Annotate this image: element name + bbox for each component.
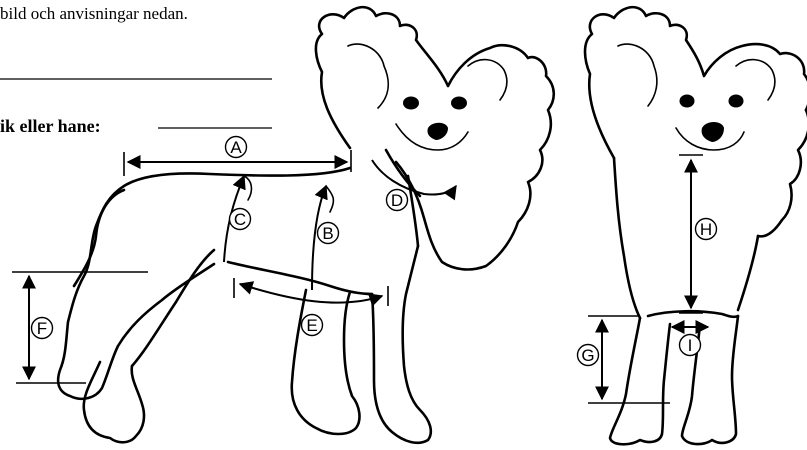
svg-text:C: C xyxy=(234,210,246,229)
side-dog-right-ear-inner xyxy=(468,60,507,100)
side-dog-right-eye xyxy=(451,97,467,110)
side-dog-front-leg-left xyxy=(292,290,360,434)
svg-text:E: E xyxy=(306,316,317,335)
front-dog-left-leg xyxy=(610,318,670,444)
front-dog-body-right xyxy=(738,236,758,310)
svg-text:B: B xyxy=(322,224,333,243)
front-dog-nose xyxy=(702,122,724,142)
label-a: A xyxy=(226,137,247,158)
label-g: G xyxy=(578,345,599,366)
svg-text:G: G xyxy=(581,346,594,365)
side-dog-left-ear-inner xyxy=(348,44,388,108)
svg-text:F: F xyxy=(37,319,47,338)
front-dog-left-ear-inner xyxy=(618,44,657,106)
side-dog-front-leg-right xyxy=(372,246,431,443)
side-dog-back-leg xyxy=(132,250,214,366)
front-dog-body-left xyxy=(614,158,640,318)
svg-text:A: A xyxy=(230,138,242,157)
svg-text:D: D xyxy=(391,191,403,210)
label-h: H xyxy=(696,219,717,240)
label-d: D xyxy=(387,190,408,211)
label-i: I xyxy=(680,335,701,356)
mark-b-loop xyxy=(326,186,333,212)
side-view-dog xyxy=(12,7,554,443)
svg-text:I: I xyxy=(688,336,693,355)
front-dog-head xyxy=(585,7,807,158)
front-dog-right-eye xyxy=(729,95,744,108)
front-dog-right-ear-inner xyxy=(736,60,775,100)
side-dog-nose xyxy=(427,123,448,140)
side-dog-rear-paw xyxy=(84,362,144,442)
front-dog-right-ear xyxy=(758,110,807,236)
front-dog-chest xyxy=(648,311,738,317)
front-dog-left-eye xyxy=(680,95,695,108)
svg-text:H: H xyxy=(700,220,712,239)
side-dog-left-eye xyxy=(403,97,419,110)
side-dog-body xyxy=(58,168,350,399)
label-c: C xyxy=(230,209,251,230)
intro-text: bild och anvisningar nedan. xyxy=(0,4,188,23)
side-dog-belly xyxy=(228,262,372,294)
mark-c-loop xyxy=(244,176,251,200)
label-f: F xyxy=(32,318,53,339)
sex-label: ik eller hane: xyxy=(0,116,101,136)
label-e: E xyxy=(302,315,323,336)
label-b: B xyxy=(318,223,339,244)
